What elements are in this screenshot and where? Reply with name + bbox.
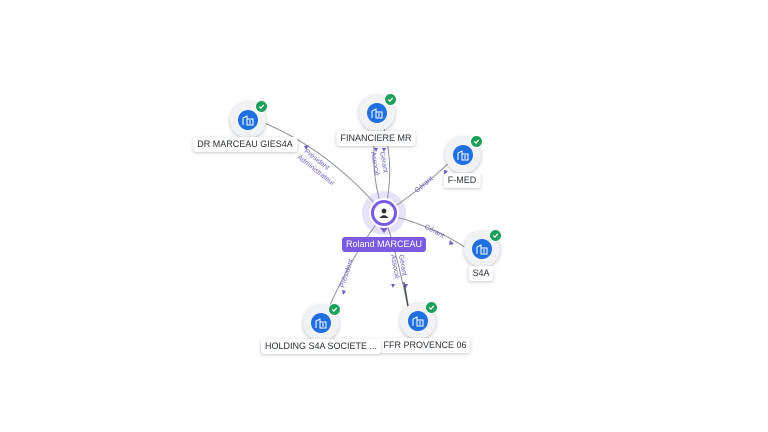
building-icon bbox=[311, 313, 331, 333]
edge-label-ffr-1: Associé bbox=[389, 254, 400, 279]
verified-check-icon bbox=[470, 135, 483, 148]
building-icon bbox=[408, 311, 428, 331]
person-node[interactable] bbox=[369, 198, 399, 228]
company-label-f-med[interactable]: F-MED bbox=[443, 173, 481, 188]
building-icon bbox=[238, 110, 258, 130]
company-label-ffr-provence[interactable]: FFR PROVENCE 06 bbox=[379, 338, 471, 353]
company-node-ffr-provence[interactable] bbox=[400, 301, 438, 339]
arrow-ffr-2 bbox=[404, 284, 408, 288]
arrow-financiere-1 bbox=[374, 148, 378, 152]
edge-dr-marceau bbox=[261, 121, 385, 215]
arrow-financiere-2 bbox=[382, 148, 386, 152]
company-label-s4a[interactable]: S4A bbox=[468, 266, 494, 281]
edge-label-financiere-1: Associé bbox=[369, 151, 380, 176]
verified-check-icon bbox=[425, 301, 438, 314]
person-icon bbox=[374, 203, 394, 223]
company-label-financiere-mr[interactable]: FINANCIERE MR bbox=[336, 131, 416, 146]
verified-check-icon bbox=[489, 229, 502, 242]
verified-check-icon bbox=[384, 93, 397, 106]
arrow-ffr-1 bbox=[391, 284, 395, 288]
edge-label-holding: Président bbox=[339, 258, 355, 288]
arrow-holding bbox=[342, 290, 346, 295]
company-node-s4a[interactable] bbox=[464, 229, 502, 267]
arrow-dr-marceau bbox=[304, 145, 309, 150]
verified-check-icon bbox=[328, 303, 341, 316]
building-icon bbox=[472, 239, 492, 259]
company-label-holding-s4a[interactable]: HOLDING S4A SOCIETE ... bbox=[260, 339, 382, 354]
person-pin bbox=[378, 225, 390, 233]
company-node-holding-s4a[interactable] bbox=[303, 303, 341, 341]
edge-label-s4a: Gérant bbox=[423, 224, 445, 240]
company-node-dr-marceau[interactable] bbox=[230, 100, 268, 138]
company-label-dr-marceau[interactable]: DR MARCEAU GIES4A bbox=[193, 137, 297, 152]
edge-label-f-med: Gérant bbox=[414, 175, 435, 194]
edge-label-ffr-2: Gérant bbox=[397, 254, 408, 276]
edge-label-financiere-2: Gérant bbox=[378, 151, 389, 173]
company-node-financiere-mr[interactable] bbox=[359, 93, 397, 131]
arrow-s4a bbox=[449, 240, 454, 245]
person-name-label[interactable]: Roland MARCEAU bbox=[341, 237, 427, 252]
company-node-f-med[interactable] bbox=[445, 135, 483, 173]
building-icon bbox=[453, 145, 473, 165]
verified-check-icon bbox=[255, 100, 268, 113]
building-icon bbox=[367, 103, 387, 123]
